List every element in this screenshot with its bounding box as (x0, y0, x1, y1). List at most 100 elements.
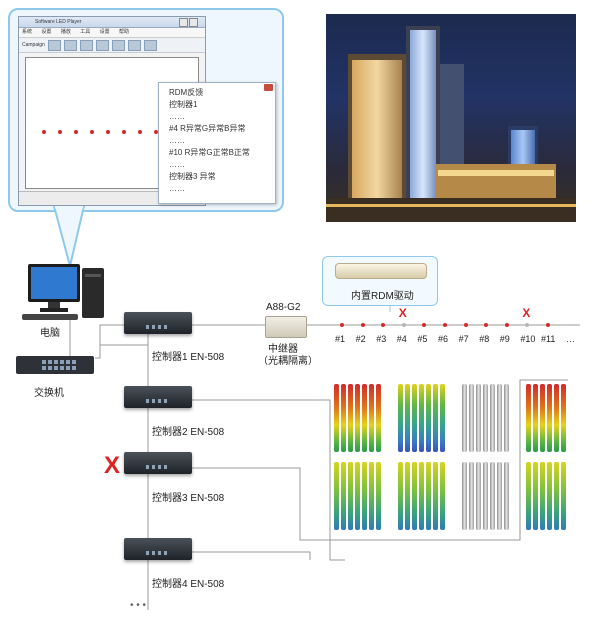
led-bar (547, 462, 552, 530)
led-bar (419, 462, 424, 530)
toolbar-campaign[interactable]: Campaign (22, 42, 45, 48)
rdm-line: …… (169, 160, 185, 169)
toolbar-icon[interactable] (47, 39, 61, 51)
preview-pixel (58, 130, 62, 134)
led-bar (355, 384, 360, 452)
driver-label: 内置RDM驱动 (351, 291, 414, 302)
led-bar (369, 462, 374, 530)
led-bar (462, 384, 467, 452)
preview-pixel (154, 130, 158, 134)
led-bar (554, 384, 559, 452)
pixel-label: #4 (396, 334, 407, 344)
led-bar (561, 462, 566, 530)
pixel-ellipsis: … (566, 334, 575, 344)
led-bar (469, 462, 474, 530)
pixel-label: #5 (417, 334, 428, 344)
rdm-line: 控制器1 (169, 100, 198, 109)
pixel-fault-mark: X (398, 306, 407, 320)
pixel-fault-mark: X (522, 306, 531, 320)
controller-3-fault-mark: X (104, 452, 121, 479)
led-bar (483, 462, 488, 530)
led-bar (341, 384, 346, 452)
callout-pointer (52, 206, 86, 267)
pixel-node (401, 323, 406, 327)
led-bar (405, 462, 410, 530)
led-bar (398, 384, 403, 452)
preview-pixel (90, 130, 94, 134)
led-bar (504, 384, 509, 452)
more-controllers: • • • (130, 600, 147, 611)
close-icon[interactable] (264, 84, 273, 91)
led-bar (497, 384, 502, 452)
pixel-label: #6 (438, 334, 449, 344)
led-bar (433, 384, 438, 452)
toolbar-icon[interactable] (63, 39, 77, 51)
driver-device (335, 263, 427, 279)
toolbar: Campaign (19, 38, 205, 53)
preview-pixel (106, 130, 110, 134)
led-bar (376, 384, 381, 452)
led-bar (483, 384, 488, 452)
led-bar (348, 384, 353, 452)
led-bar (426, 462, 431, 530)
pixel-label: #8 (479, 334, 490, 344)
led-bar (362, 384, 367, 452)
toolbar-icon[interactable] (127, 39, 141, 51)
controller-1-label: 控制器1 EN-508 (152, 352, 225, 363)
controller-4 (124, 538, 192, 560)
led-bar (369, 384, 374, 452)
menu-item[interactable]: 设置 (41, 29, 52, 35)
preview-pixel (122, 130, 126, 134)
switch-icon (16, 356, 94, 374)
menu-item[interactable]: 设置 (99, 29, 110, 35)
pixel-node (360, 323, 365, 327)
pixel-node (484, 323, 489, 327)
menu-item[interactable]: 系统 (22, 29, 33, 35)
led-bar (419, 384, 424, 452)
led-bar (469, 384, 474, 452)
pixel-node (546, 323, 550, 327)
toolbar-icon[interactable] (143, 39, 157, 51)
controller-1 (124, 312, 192, 334)
toolbar-icon[interactable] (79, 39, 93, 51)
led-bar (540, 384, 545, 452)
building-illustration (326, 26, 576, 222)
led-bar (476, 462, 481, 530)
rdm-line: #10 R异常G正常B正常 (169, 148, 250, 157)
rdm-line: RDM反馈 (169, 88, 204, 97)
led-bar (440, 384, 445, 452)
preview-pixel (138, 130, 142, 134)
toolbar-icon[interactable] (111, 39, 125, 51)
repeater-device (265, 316, 307, 338)
driver-callout: 内置RDM驱动 (322, 256, 438, 306)
pixel-label: #7 (458, 334, 469, 344)
pixel-node (443, 323, 447, 327)
led-bar (526, 384, 531, 452)
led-bar (526, 462, 531, 530)
minimize-icon[interactable] (179, 18, 188, 27)
pixel-node (340, 323, 344, 327)
maximize-icon[interactable] (189, 18, 198, 27)
repeater-note: （光耦隔离） (258, 356, 318, 367)
menu-item[interactable]: 帮助 (119, 29, 130, 35)
repeater-model: A88-G2 (266, 302, 301, 313)
pixel-label: #11 (541, 334, 556, 344)
led-bar (355, 462, 360, 530)
menu-item[interactable]: 工具 (80, 29, 91, 35)
led-bar (540, 462, 545, 530)
window-title: Software LED Player (19, 17, 205, 28)
menu-bar: 系统 设置 播放 工具 设置 帮助 (19, 28, 205, 38)
controller-2-label: 控制器2 EN-508 (152, 427, 225, 438)
computer-label: 电脑 (40, 328, 60, 339)
led-bar (348, 462, 353, 530)
rdm-line: 控制器3 异常 (169, 172, 216, 181)
controller-4-label: 控制器4 EN-508 (152, 579, 225, 590)
led-bar (533, 384, 538, 452)
switch-label: 交换机 (34, 388, 64, 399)
pixel-label: #1 (335, 334, 346, 344)
menu-item[interactable]: 播放 (60, 29, 71, 35)
controller-3-label: 控制器3 EN-508 (152, 493, 225, 504)
led-bar (412, 384, 417, 452)
toolbar-icon[interactable] (95, 39, 109, 51)
led-bar (412, 462, 417, 530)
